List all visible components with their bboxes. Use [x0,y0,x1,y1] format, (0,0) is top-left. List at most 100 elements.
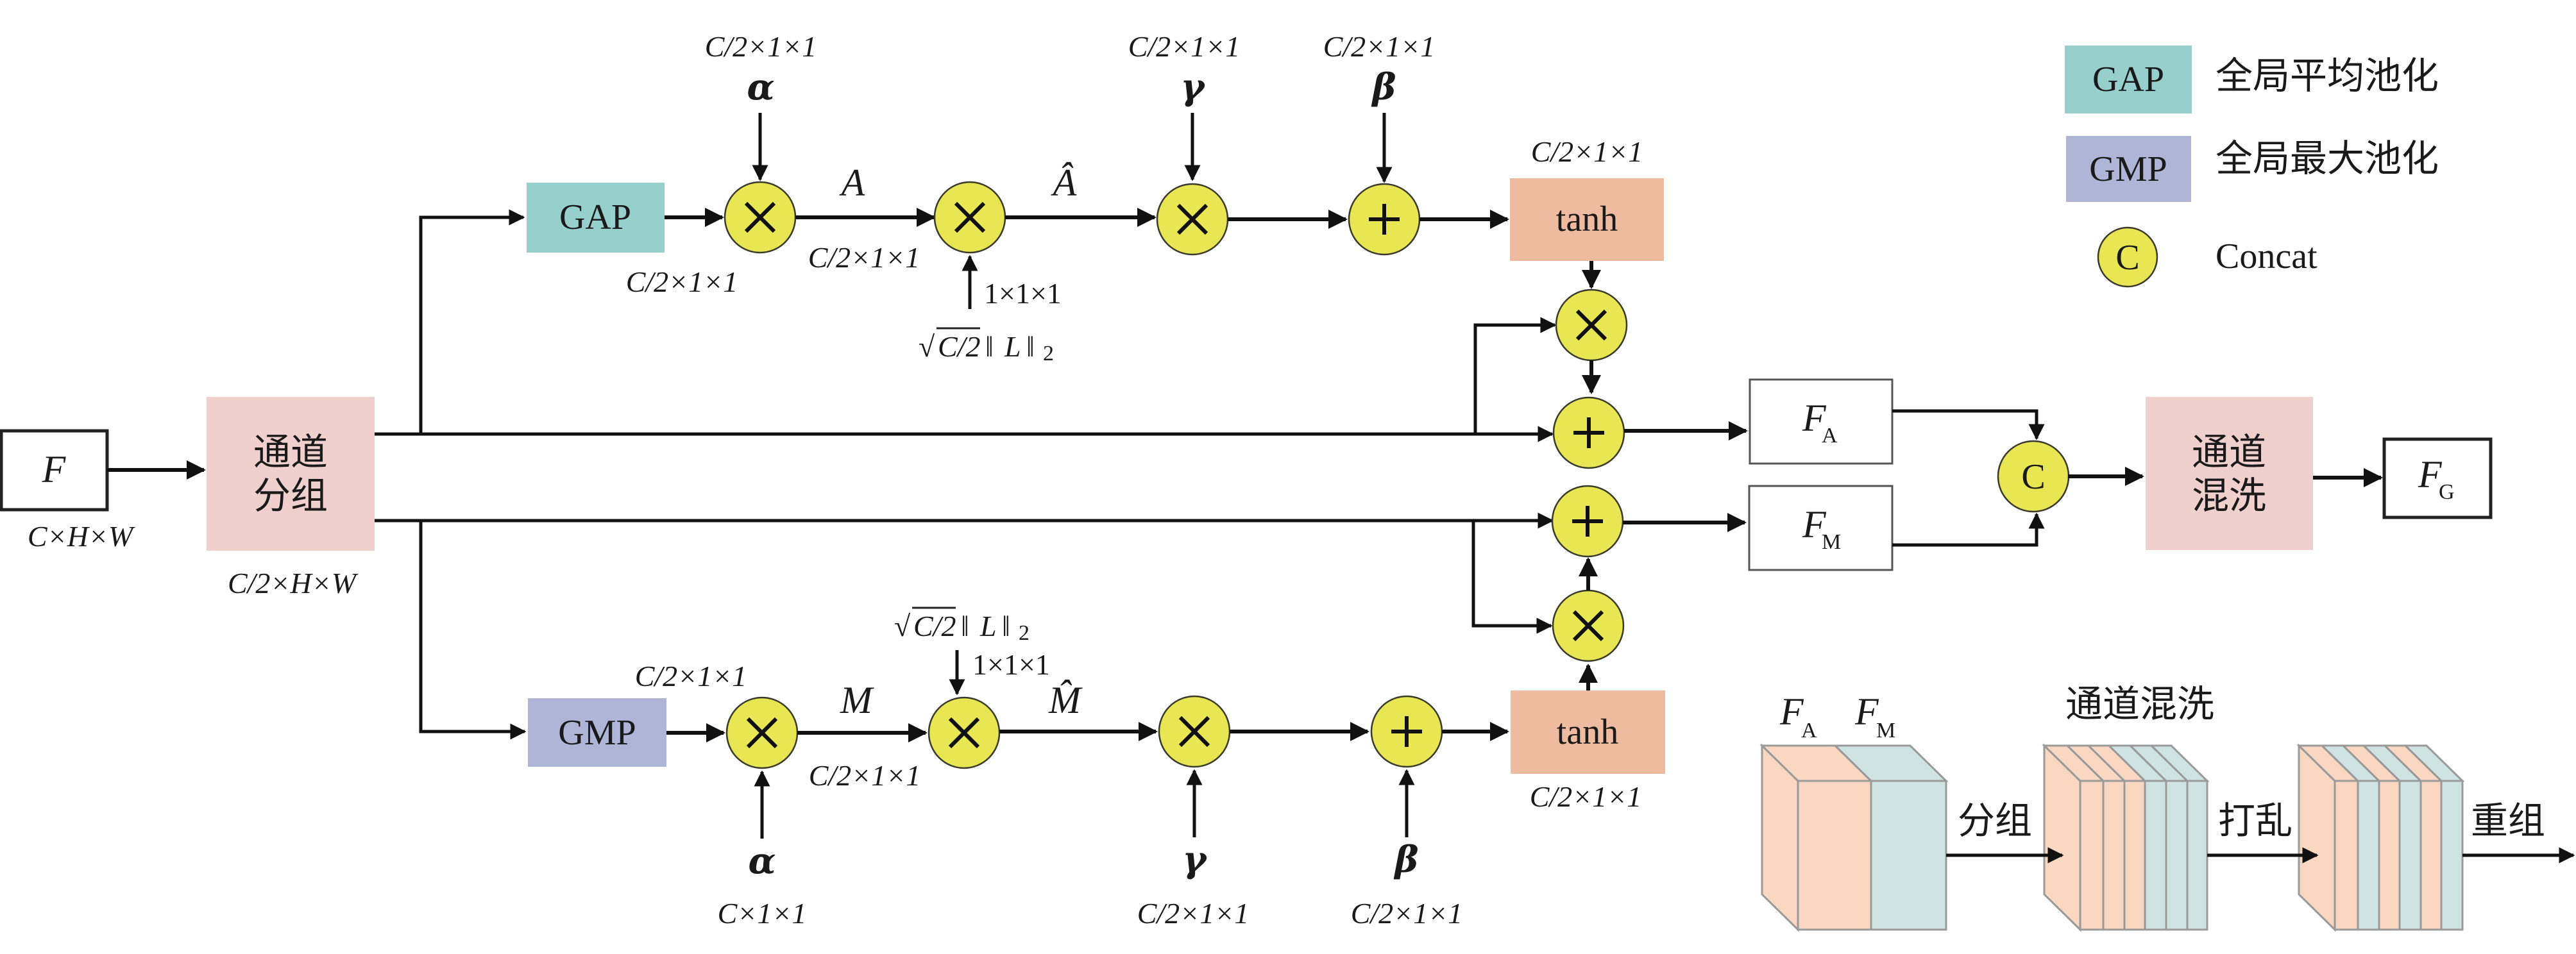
feature-block-shuffled [2296,743,2465,932]
channel-slice [2357,780,2380,931]
wire-identity-to-bottom-gate-mul [1471,521,1553,634]
legend-concat-node: C [2097,226,2158,288]
feature-block-grouped [2042,743,2210,932]
bottom-branch: GMP C/2×1×1 α C×1×1 M C/2×1×1 1×1×1 √ C/… [528,485,1747,930]
label-A-shape: C/2×1×1 [808,241,920,274]
grouping-shape-label: C/2×H×W [228,567,359,599]
multiply-icon-stroke [948,717,980,749]
gmp-box [528,698,666,767]
legend-gap-swatch [2065,46,2192,113]
channel-slice [2165,780,2189,931]
bottom-tanh-shape: C/2×1×1 [1530,780,1642,813]
feature-block-concat [1759,743,1949,932]
channel-slice [2123,780,2146,931]
fa-sub: A [1822,424,1838,448]
bottom-add-node [1370,695,1443,768]
legend-gmp-key: GMP [2089,149,2167,189]
illus-fa-symbol: F [1779,690,1804,733]
top-add-node [1348,183,1421,256]
bottom-alpha-symbol: α [748,840,775,882]
illus-fm-symbol: F [1854,690,1879,733]
fa-box [1749,378,1894,465]
top-gamma-symbol: γ [1181,66,1207,108]
multiply-icon-stroke [1178,716,1210,748]
wire-identity-to-gate-mul [1473,317,1557,434]
top-branch: GAP C/2×1×1 C/2×1×1 α A C/2×1×1 1×1×1 √ … [527,30,1748,469]
top-norm-expression: √ C/2 ‖ L ‖ 2 [919,327,1054,365]
top-alpha-shape: C/2×1×1 [705,30,817,63]
bottom-res-add-node [1551,485,1624,558]
channel-slice [2186,780,2208,931]
input-shape-label: C×H×W [28,520,135,553]
legend-gmp-swatch [2066,136,2191,202]
bottom-norm-var: L [979,610,997,642]
input-symbol: F [42,448,67,490]
wire-to-gmp [419,521,527,740]
wire-to-gap [419,209,525,434]
fm-symbol: F [1802,503,1827,546]
input-box [0,429,109,512]
label-A-hat: Â [1051,162,1077,204]
illus-title: 通道混洗 [2065,682,2214,726]
top-norm-var: L [1004,330,1021,363]
top-beta-symbol: β [1371,66,1396,108]
concat-node: C [1997,440,2070,513]
illus-step-regroup: 重组 [2471,799,2545,842]
channel-slice [1870,780,1947,931]
bottom-norm-radicand: C/2 [913,610,956,642]
channel-slice [2398,780,2422,931]
gap-box [527,183,665,253]
top-res-add-node [1552,396,1625,469]
fg-box [2382,437,2493,519]
top-norm-sqrt: √ [919,330,935,363]
channel-grouping-node: 通道 分组 C/2×H×W [207,397,375,599]
multiply-icon-stroke [746,717,778,749]
multiply-icon-stroke [954,201,986,233]
channel-slice [2419,780,2443,931]
outputs: F A F M C 通道 混洗 F G [1748,378,2493,571]
top-norm-open: ‖ [985,330,994,363]
channel-grouping-line1: 通道 [253,430,328,474]
operator-circle [2097,226,2158,288]
channel-slice [2144,780,2167,931]
top-gate-mul-node [1555,289,1628,362]
gap-shape-label: C/2×1×1 [626,265,738,298]
channel-slice [2378,780,2401,931]
bottom-gate-mul-node [1552,589,1625,662]
top-beta-shape: C/2×1×1 [1323,30,1436,63]
top-norm-radicand: C/2 [938,330,980,363]
channel-shuffle-line1: 通道 [2192,430,2266,474]
concat-icon: C [2021,457,2045,497]
bottom-norm-expression: √ C/2 ‖ L ‖ 2 [894,607,1030,645]
label-A: A [839,162,865,204]
label-M-hat: M̂ [1048,679,1083,721]
channel-slice [2102,780,2126,931]
bottom-beta-symbol: β [1393,839,1418,881]
illus-fa-sub: A [1801,719,1817,742]
bottom-gamma-symbol: γ [1183,839,1208,881]
bottom-norm-shape: 1×1×1 [972,648,1050,681]
legend: GAP 全局平均池化 GMP 全局最大池化 C Concat [2065,46,2439,288]
channel-slice [1797,780,1872,931]
fm-sub: M [1822,530,1841,554]
channel-slice [2440,780,2464,931]
top-tanh-label: tanh [1556,199,1618,239]
channel-grouping-box [207,397,375,551]
wire-fa-to-concat [1892,409,2045,440]
label-M-shape: C/2×1×1 [809,759,921,792]
bottom-gamma-shape: C/2×1×1 [1137,897,1250,930]
bottom-norm-sub: 2 [1019,621,1030,645]
fm-box [1748,485,1894,571]
bottom-mul2-node [928,696,1001,769]
illus-fm-sub: M [1876,719,1895,742]
channel-slice [2079,780,2105,931]
bottom-norm-close: ‖ [1002,610,1010,642]
channel-shuffle-line2: 混洗 [2192,474,2266,517]
label-M: M [840,679,874,721]
channel-grouping-line2: 分组 [253,474,328,517]
legend-concat-label: Concat [2216,237,2318,276]
bottom-norm-open: ‖ [961,610,969,642]
bottom-beta-shape: C/2×1×1 [1351,897,1463,930]
